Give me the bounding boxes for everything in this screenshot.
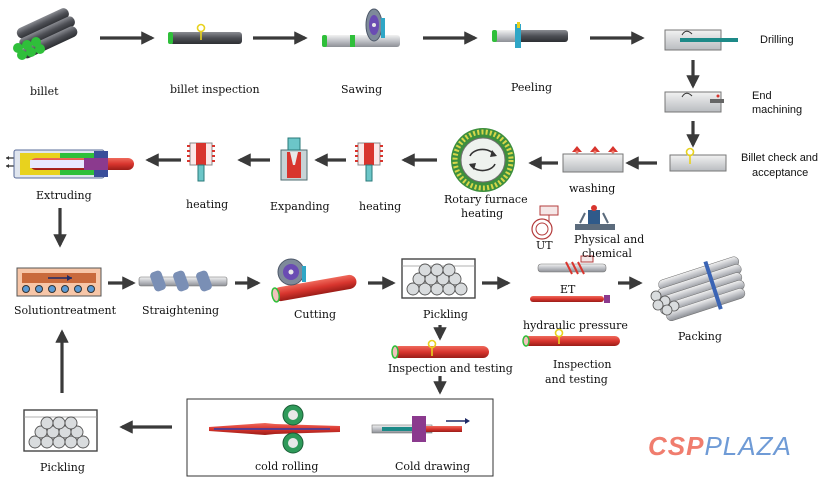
- rotary-furnace-icon: [451, 128, 515, 192]
- label-rotary-2: heating: [461, 207, 504, 220]
- sawing-icon: [322, 8, 400, 47]
- cold-rolling-icon: [209, 404, 340, 454]
- heating-right-icon: [355, 142, 383, 182]
- label-expanding: Expanding: [270, 200, 330, 213]
- cold-process-frame: [186, 398, 494, 477]
- label-cold-drawing: Cold drawing: [395, 460, 471, 473]
- washing-icon: [562, 146, 624, 173]
- label-packing: Packing: [678, 330, 722, 343]
- packing-icon: [650, 256, 746, 321]
- straightening-icon: [138, 270, 228, 292]
- label-solution-treatment: Solutiontreatment: [14, 304, 117, 317]
- billet-check-icon: [669, 147, 727, 172]
- label-straightening: Straightening: [142, 304, 220, 317]
- label-inspection-testing-mid: Inspection and testing: [388, 362, 513, 375]
- end-machining-icon: [664, 91, 724, 113]
- inspection-final-icon: [522, 328, 620, 347]
- label-heating-left: heating: [186, 198, 229, 211]
- label-end-machining-2: machining: [752, 104, 803, 116]
- label-billet-check-2: acceptance: [752, 167, 809, 179]
- inspection-mid-icon: [391, 339, 489, 359]
- logo-part-csp: CSP: [648, 431, 705, 461]
- label-et: ET: [560, 283, 576, 296]
- label-heating-right: heating: [359, 200, 402, 213]
- heating-left-icon: [187, 142, 215, 182]
- solution-treatment-icon: [16, 267, 102, 297]
- physical-chemical-icon: [575, 205, 615, 230]
- label-drilling: Drilling: [760, 34, 794, 46]
- label-inspection-2: and testing: [545, 373, 608, 386]
- pickling-left-icon: [23, 409, 98, 452]
- label-inspection-1: Inspection: [553, 358, 612, 371]
- label-washing: washing: [569, 182, 616, 195]
- label-billet-check-1: Billet check and: [741, 152, 819, 164]
- label-hydraulic: hydraulic pressure: [523, 319, 628, 332]
- label-ut: UT: [536, 239, 553, 252]
- csp-plaza-logo: CSPPLAZA: [648, 431, 792, 461]
- cold-drawing-icon: [371, 416, 470, 442]
- expanding-icon: [280, 137, 308, 181]
- label-physical-1: Physical and: [574, 233, 645, 246]
- logo-part-plaza: PLAZA: [704, 431, 792, 461]
- hydraulic-icon: [530, 295, 610, 303]
- label-end-machining-1: End: [752, 90, 772, 102]
- label-extruding: Extruding: [36, 189, 92, 202]
- et-icon: [537, 255, 607, 275]
- label-sawing: Sawing: [341, 83, 383, 96]
- pickling-mid-icon: [401, 258, 476, 299]
- label-billet: billet: [30, 85, 59, 98]
- label-pickling-mid: Pickling: [423, 308, 468, 321]
- billet-inspection-icon: [168, 23, 242, 44]
- label-peeling: Peeling: [511, 81, 553, 94]
- extruding-icon: [6, 149, 134, 179]
- label-rotary-1: Rotary furnace: [444, 193, 528, 206]
- cutting-icon: [271, 258, 357, 303]
- ut-icon: [531, 205, 559, 240]
- flow-arrows: [53, 31, 700, 434]
- label-physical-2: chemical: [582, 247, 632, 260]
- drilling-icon: [664, 29, 738, 51]
- label-pickling-left: Pickling: [40, 461, 85, 474]
- label-cold-rolling: cold rolling: [255, 460, 319, 473]
- peeling-icon: [492, 22, 568, 48]
- label-billet-inspection: billet inspection: [170, 83, 260, 96]
- label-cutting: Cutting: [294, 308, 336, 321]
- billet-icon: [13, 8, 78, 60]
